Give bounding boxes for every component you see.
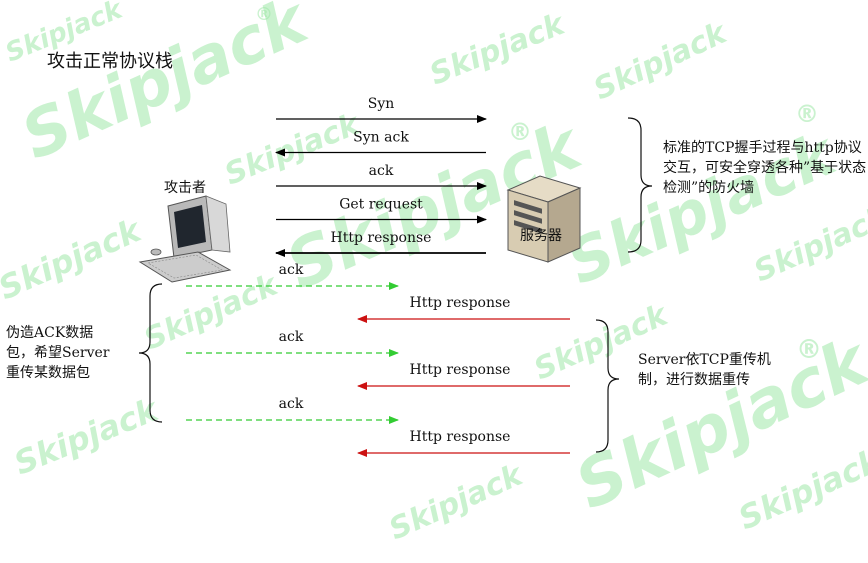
watermark-text: Skipjack bbox=[425, 6, 571, 92]
forged-ack-label: ack bbox=[279, 396, 304, 412]
retransmit-label: Http response bbox=[410, 429, 511, 445]
watermark-text: Skipjack bbox=[0, 210, 148, 307]
watermark-mark: ® bbox=[796, 335, 822, 365]
handshake-label: Syn ack bbox=[353, 130, 409, 146]
forged-ack-note: 伪造ACK数据包，希望Server重传某数据包 bbox=[6, 325, 110, 381]
server-label: 服务器 bbox=[520, 228, 562, 244]
diagram-title: 攻击正常协议栈 bbox=[47, 51, 173, 72]
watermark-text: Skipjack bbox=[589, 15, 734, 107]
retransmit-brace bbox=[595, 319, 620, 453]
computer-icon bbox=[138, 195, 232, 283]
watermark-layer: Skipjack Skipjack Skipjack Skipjack Skip… bbox=[0, 0, 868, 547]
retransmit-note: Server依TCP重传机制，进行数据重传 bbox=[638, 352, 771, 388]
watermark-text: Skipjack bbox=[384, 457, 529, 547]
handshake-label: Syn bbox=[368, 96, 395, 112]
forged-ack-label: ack bbox=[279, 329, 304, 345]
handshake-label: Get request bbox=[339, 197, 423, 213]
watermark-mark: ® bbox=[508, 118, 532, 146]
watermark-text: Skipjack bbox=[9, 390, 165, 482]
retransmit-label: Http response bbox=[410, 295, 511, 311]
handshake-note: 标准的TCP握手过程与http协议交互，可安全穿透各种”基于状态检测”的防火墙 bbox=[663, 140, 867, 196]
watermark-mark: ® bbox=[795, 100, 819, 128]
handshake-label: Http response bbox=[331, 230, 432, 246]
server-icon bbox=[506, 175, 582, 263]
handshake-brace bbox=[627, 117, 653, 253]
retransmit-label: Http response bbox=[410, 362, 511, 378]
watermark-text: Skipjack bbox=[139, 267, 284, 357]
attacker-label: 攻击者 bbox=[164, 180, 206, 196]
watermark-text: Skipjack bbox=[733, 440, 868, 537]
watermark-mark: ® bbox=[255, 4, 273, 25]
forged-ack-label: ack bbox=[279, 262, 304, 278]
handshake-label: ack bbox=[369, 163, 394, 179]
forged-ack-brace bbox=[138, 283, 163, 423]
